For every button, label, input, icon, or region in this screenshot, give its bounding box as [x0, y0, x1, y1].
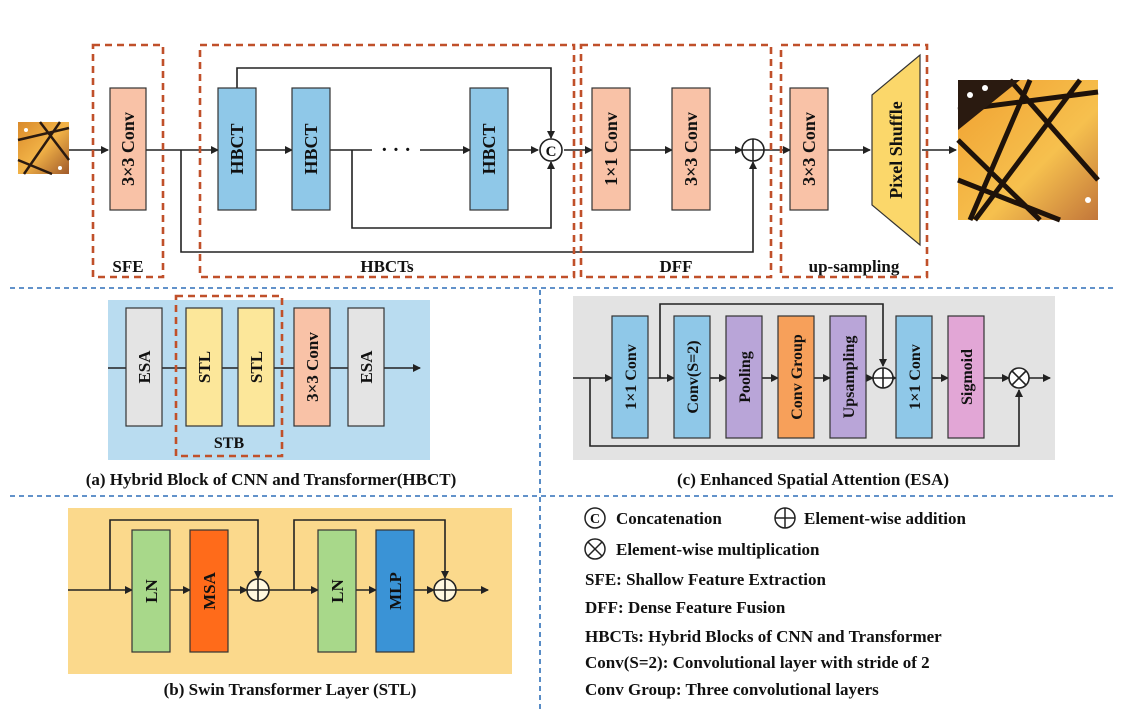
panel-a-stl-2-label: STL: [247, 351, 266, 383]
panel-c-conv-group: [777, 315, 815, 439]
panel-b-msa-label: MSA: [200, 571, 219, 610]
panel-c-conv1-1: [611, 315, 649, 439]
svg-text:C: C: [546, 144, 557, 160]
panel-a-stl-2: [237, 307, 275, 427]
upsampling-frame: [779, 43, 929, 279]
sfe-frame: [91, 43, 165, 279]
output-image: [956, 78, 1100, 223]
panel-b-ln-2-label: LN: [328, 578, 347, 602]
panel-a-conv-label: 3×3 Conv: [303, 332, 322, 402]
legend-convs2: Conv(S=2): Convolutional layer with stri…: [585, 653, 930, 672]
add-legend-icon: [774, 507, 796, 529]
panel-b-caption: (b) Swin Transformer Layer (STL): [164, 680, 417, 699]
panel-b-ln-1: [131, 529, 171, 653]
panel-c-sigmoid-label: Sigmoid: [959, 349, 976, 405]
pixel-shuffle-label: Pixel Shuffle: [886, 101, 906, 199]
upsampling-frame-label: up-sampling: [809, 257, 900, 276]
hbct-block-1: [217, 87, 257, 211]
panel-c-upsampling-label: Upsampling: [841, 336, 858, 419]
panel-b-add-icon-1: [246, 578, 270, 602]
legend: C Concatenation Element-wise addition El…: [584, 507, 967, 699]
panel-c-pooling-label: Pooling: [737, 351, 754, 403]
panel-b-add-icon-2: [433, 578, 457, 602]
panel-c-add-icon: [872, 367, 894, 389]
panel-c-conv-s2: [673, 315, 711, 439]
dff-frame: [579, 43, 773, 279]
hbct-label-1: HBCT: [227, 123, 247, 174]
panel-b-mlp-label: MLP: [386, 572, 405, 610]
panel-c-multiply-icon: [1008, 367, 1030, 389]
panel-a-esa-1-label: ESA: [135, 350, 154, 384]
sfe-frame-label: SFE: [112, 257, 143, 276]
sfe-conv-label: 3×3 Conv: [118, 112, 138, 186]
panel-b-mlp: [375, 529, 415, 653]
add-icon: [741, 138, 765, 162]
panel-b-msa: [189, 529, 229, 653]
concat-symbol: C: [539, 138, 563, 162]
panel-a-esa-2: [347, 307, 385, 427]
panel-b-ln-2: [317, 529, 357, 653]
panel-a-esa-2-label: ESA: [357, 350, 376, 384]
panel-a-esa-1: [125, 307, 163, 427]
hbct-block-2: [291, 87, 331, 211]
up-conv-label: 3×3 Conv: [799, 112, 819, 186]
panel-c-conv-group-label: Conv Group: [789, 334, 806, 420]
panel-c-conv1-2-label: 1×1 Conv: [907, 344, 924, 410]
stb-frame: [174, 294, 284, 458]
hbcts-frame: [198, 43, 576, 279]
legend-mul: Element-wise multiplication: [616, 540, 820, 559]
sfe-conv-block: [109, 87, 147, 211]
dff-conv1-block: [591, 87, 631, 211]
dff-conv1-label: 1×1 Conv: [601, 112, 621, 186]
panel-c-conv-s2-label: Conv(S=2): [685, 340, 702, 413]
multiply-legend-icon: [584, 538, 606, 560]
legend-concat: Concatenation: [616, 509, 722, 528]
panel-c-caption: (c) Enhanced Spatial Attention (ESA): [677, 470, 949, 489]
legend-dff: DFF: Dense Feature Fusion: [585, 598, 786, 617]
panel-a-stl-1-label: STL: [195, 351, 214, 383]
hbcts-frame-label: HBCTs: [360, 257, 414, 276]
legend-hbcts: HBCTs: Hybrid Blocks of CNN and Transfor…: [585, 627, 942, 646]
hbct-label-3: HBCT: [479, 123, 499, 174]
panel-c-sigmoid: [947, 315, 985, 439]
stb-label: STB: [214, 435, 245, 452]
ellipsis: · · ·: [381, 139, 411, 161]
legend-convgroup: Conv Group: Three convolutional layers: [585, 680, 879, 699]
panel-a-stl-1: [185, 307, 223, 427]
legend-sfe: SFE: Shallow Feature Extraction: [585, 570, 827, 589]
panel-c-conv1-1-label: 1×1 Conv: [623, 344, 640, 410]
panel-c-conv1-2: [895, 315, 933, 439]
hbct-block-3: [469, 87, 509, 211]
panel-a-caption: (a) Hybrid Block of CNN and Transformer(…: [86, 470, 457, 489]
panel-c-pooling: [725, 315, 763, 439]
pixel-shuffle-block: [871, 53, 921, 247]
dff-frame-label: DFF: [659, 257, 692, 276]
legend-add: Element-wise addition: [804, 509, 967, 528]
concat-legend-icon: C: [584, 507, 606, 529]
dff-conv3-block: [671, 87, 711, 211]
dff-conv3-label: 3×3 Conv: [681, 112, 701, 186]
up-conv-block: [789, 87, 829, 211]
input-image: [17, 121, 70, 176]
svg-text:C: C: [590, 512, 600, 527]
panel-c-upsampling: [829, 315, 867, 439]
panel-b-ln-1-label: LN: [142, 578, 161, 602]
panel-a-conv: [293, 307, 331, 427]
hbct-label-2: HBCT: [301, 123, 321, 174]
